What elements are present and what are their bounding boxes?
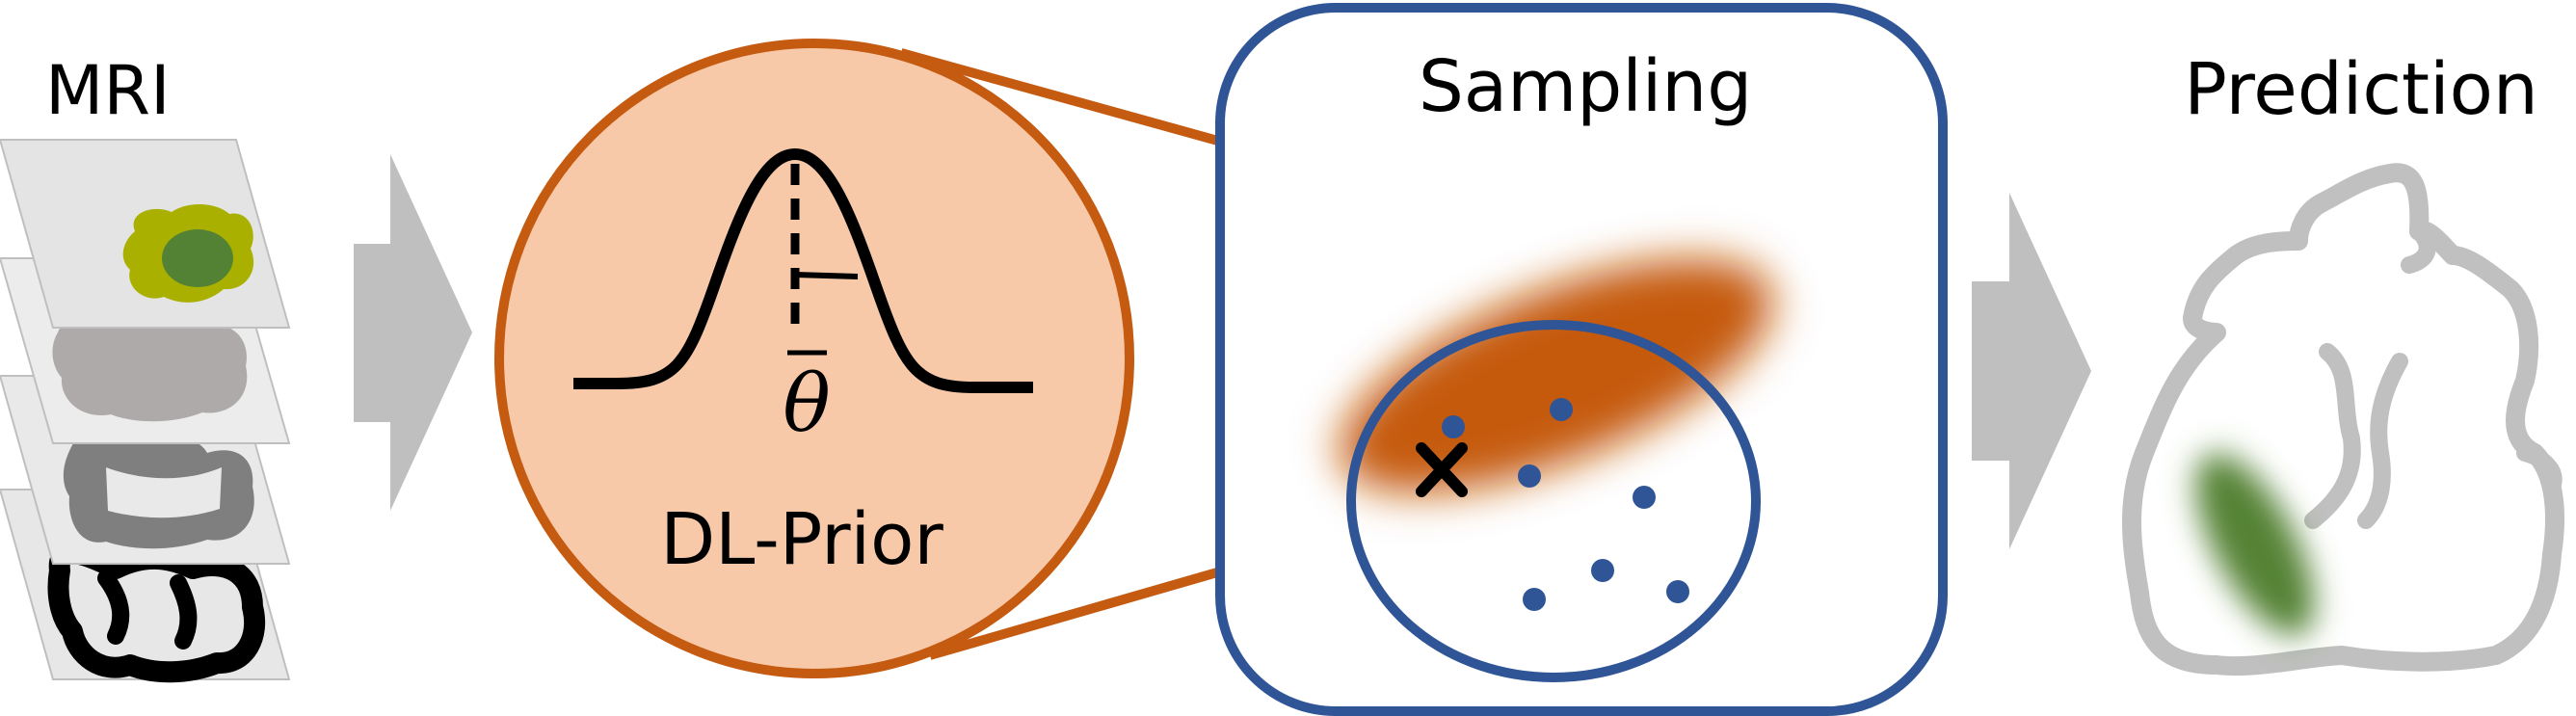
sample-point [1666,580,1689,603]
sample-points [1442,398,1689,611]
dl-prior: θ DL-Prior [494,39,1134,678]
sample-point [1633,486,1656,509]
predicted-tumor-region [2195,453,2315,636]
brain-cap-outline [2401,223,2563,495]
sampling-label: Sampling [1419,45,1752,128]
sample-point [1523,588,1546,611]
sample-point [1518,464,1541,488]
sampling-region-ellipse [1346,320,1761,682]
sampling-panel: Sampling [1215,3,1948,716]
sample-point [1591,559,1614,582]
mri-stack: MRI [0,51,291,683]
tumor-core-region [162,229,233,287]
x-mark-icon [1416,442,1468,497]
theta-symbol: θ [783,358,830,450]
prior-circle [494,39,1134,678]
brain-outline [2122,163,2564,676]
prior-label: DL-Prior [660,498,943,581]
right-arrow-icon [354,154,472,511]
mri-slice-lesion [0,139,291,329]
sample-point [1442,415,1465,438]
brain-inner-sulcus [2304,343,2408,529]
right-arrow-icon [1972,193,2091,549]
prior-width-marker [794,272,859,279]
prior-distribution-curve [573,148,1033,393]
prediction-panel: Prediction [2122,48,2564,676]
sample-point [1550,398,1573,421]
mri-label: MRI [45,51,171,130]
prediction-label: Prediction [2184,48,2538,131]
